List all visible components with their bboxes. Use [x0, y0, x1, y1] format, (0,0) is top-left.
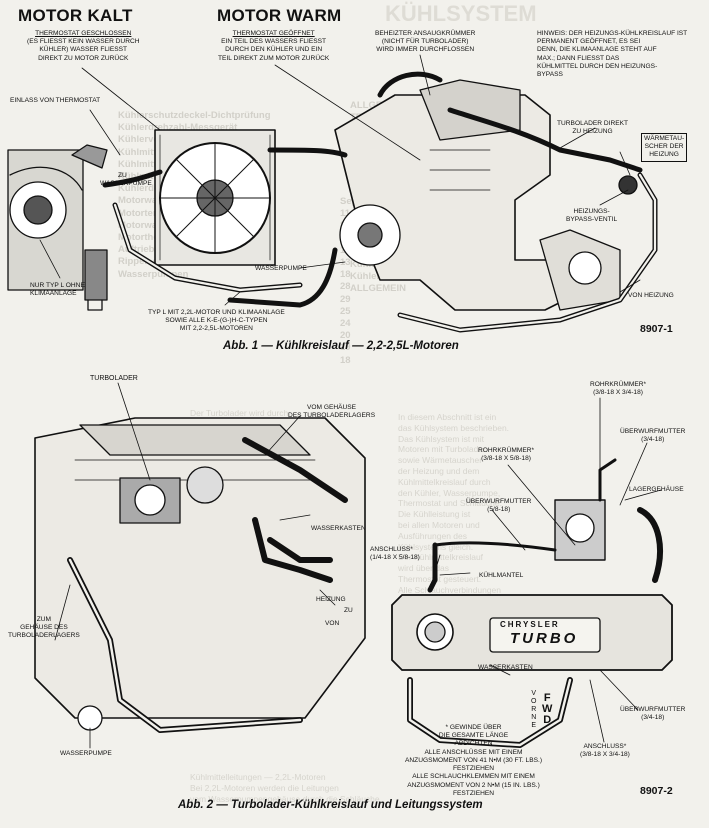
ghost-paragraph-line: bei allen Motoren und	[398, 519, 480, 530]
label-turbo-to-heater: TURBOLADER DIREKT ZU HEIZUNG	[557, 120, 629, 136]
label-to-waterpump: ZU WASSERPUMPE	[100, 172, 152, 188]
motor-kalt-heading: MOTOR KALT	[18, 6, 133, 25]
ghost-paragraph-line: der Heizung und dem	[398, 465, 480, 476]
label-thermostat-closed: THERMOSTAT GESCHLOSSEN (ES FLIESST KEIN …	[27, 30, 140, 62]
fig1-engine-block	[334, 79, 621, 311]
label-to-bearing-housing: ZUM GEHÄUSE DES TURBOLADERLAGERS	[8, 616, 80, 640]
label-anschluss-bottom: ANSCHLUSS* (3/8-18 X 3/4-18)	[580, 743, 630, 759]
label-thermostat-open: THERMOSTAT GEÖFFNET EIN TEIL DES WASSERS…	[218, 30, 330, 62]
fig2-leader-lines	[54, 382, 662, 749]
label-von: VON	[325, 620, 340, 627]
label-heated-manifold: BEHEIZTER ANSAUGKRÜMMER (NICHT FÜR TURBO…	[375, 30, 476, 54]
label-fig2-waterpump: WASSERPUMPE	[60, 750, 112, 757]
fig1-pulley-assembly	[7, 144, 108, 311]
ghost-toc-page: 28	[340, 281, 351, 293]
ghost-paragraph-line: Ausführungen des	[398, 530, 467, 541]
ghost-paragraph-line: Motoren mit Turbolader	[398, 444, 486, 455]
fig1-leader-lines	[39, 54, 641, 306]
ghost-paragraph-line: wird über das	[398, 563, 450, 574]
ghost-toc-page: 11	[340, 208, 351, 220]
ghost-paragraph-line: das Kühlsystem beschrieben.	[398, 422, 510, 433]
ghost-toc-page: Seite	[340, 196, 363, 207]
fig2-engine	[34, 417, 366, 731]
label-hint: HINWEIS: DER HEIZUNGS-KÜHLKREISLAUF IST …	[537, 30, 688, 79]
ghost-toc-line: Wasserpumpen	[118, 268, 189, 280]
ghost-paragraph-line: Bei 2,2L-Motoren werden die Leitungen	[190, 782, 339, 793]
ghost-toc-page: 19	[340, 342, 351, 354]
label-heat-exchanger: WÄRMETAU- SCHER DER HEIZUNG	[641, 133, 688, 162]
ghost-toc-page: 18	[340, 354, 351, 366]
ghost-toc-page: 25	[340, 305, 351, 317]
ghost-paragraph-line: Kühlmittelkreislauf durch	[398, 476, 491, 487]
label-anschluss-top: ANSCHLUSS* (1/4-18 X 5/8-18)	[370, 546, 420, 562]
ghost-paragraph-line: Der Kühlmittelkreislauf	[398, 552, 484, 563]
label-wasserkasten-right: WASSERKASTEN	[478, 664, 533, 671]
label-from-heater: VON HEIZUNG	[628, 292, 674, 299]
label-inlet-thermostat: EINLASS VON THERMOSTAT	[10, 97, 101, 104]
ghost-toc-page: 20	[340, 330, 351, 342]
ghost-paragraph-line: Das Kühlsystem ist mit	[398, 433, 484, 444]
motor-warm-heading: MOTOR WARM	[217, 6, 342, 25]
label-only-type-l: NUR TYP L OHNE KLIMAANLAGE	[30, 282, 85, 298]
ghost-toc-page: 13	[340, 257, 351, 269]
fig2-valve-cover	[391, 594, 673, 671]
ghost-toc-line: ALLGEMEIN	[350, 283, 406, 295]
label-type-l: TYP L MIT 2,2L-MOTOR UND KLIMAANLAGE SOW…	[148, 309, 285, 333]
label-ueberwurfmutter-34: ÜBERWURFMUTTER (3/4-18)	[620, 428, 686, 444]
ghost-paragraph-line: In diesem Abschnitt ist ein	[398, 412, 497, 422]
label-wasserkasten: WASSERKASTEN	[311, 525, 366, 532]
ghost-toc-page: 29	[340, 293, 351, 305]
fig1-heater-valve	[618, 175, 638, 195]
ghost-paragraph-line: Die Kühlleistung ist	[398, 509, 471, 520]
label-rohrkruemmer-top: ROHRKRÜMMER* (3/8-18 X 3/4-18)	[590, 381, 647, 397]
ghost-toc-page: 18	[340, 269, 351, 281]
ghost-paragraph-line: Thermostat gesteuert.	[398, 573, 482, 584]
ghost-page-title: KÜHLSYSTEM	[385, 1, 537, 26]
label-turbolader: TURBOLADER	[90, 375, 138, 382]
label-ueberwurfmutter-58: ÜBERWURFMUTTER (5/8-18)	[466, 498, 532, 514]
ghost-toc-page: 24	[340, 318, 351, 330]
ghost-toc-line: Kühlerschutzdeckel-Dichtprüfung	[118, 110, 271, 121]
label-lagergehaeuse: LAGERGEHÄUSE	[629, 486, 684, 493]
label-rohrkruemmer-mid: ROHRKRÜMMER* (3/8-18 X 5/8-18)	[478, 447, 535, 463]
ghost-paragraph-line: Thermostat und Schläuche.	[398, 498, 502, 509]
fig2-number: 8907-2	[640, 785, 673, 797]
ghost-paragraph-line: Alle Schlauchverbindungen	[398, 584, 502, 595]
fig2-caption: Abb. 2 — Turbolader-Kühlkreislauf und Le…	[178, 799, 483, 811]
label-fwd: F W D	[542, 692, 553, 726]
label-from-bearing-housing: VOM GEHÄUSE DES TURBOLADERLAGERS	[288, 404, 376, 420]
ghost-toc-line: Kühlerdeckel	[118, 183, 178, 195]
label-chrysler: CHRYSLER	[500, 620, 560, 629]
label-fig1-waterpump: WASSERPUMPE	[255, 265, 307, 272]
label-ueberwurfmutter-bottom: ÜBERWURFMUTTER (3/4-18)	[620, 706, 686, 722]
label-heizung: HEIZUNG	[316, 596, 346, 603]
ghost-paragraph-line: sowie Wärmetauscher	[398, 455, 483, 466]
label-kuehlmantel: KÜHLMANTEL	[479, 572, 524, 579]
label-zu: ZU	[344, 607, 353, 614]
fig1-number: 8907-1	[640, 323, 673, 335]
label-turbo: TURBO	[510, 630, 579, 647]
label-notes: * GEWINDE ÜBER DIE GESAMTE LÄNGE ABDICHT…	[405, 724, 543, 797]
label-heater-bypass: HEIZUNGS- BYPASS-VENTIL	[566, 208, 618, 224]
ghost-paragraph-line: Der Turbolader wird durch	[190, 408, 289, 418]
label-vorne: V O R N E	[531, 690, 537, 729]
fig1-fan-assembly	[154, 129, 276, 266]
ghost-paragraph-line: vom Wasserpumpengehäuse durch die Schläu…	[190, 793, 380, 804]
ghost-toc-line: Kühlmittelstand	[118, 158, 190, 170]
fig1-caption: Abb. 1 — Kühlkreislauf — 2,2-2,5L-Motore…	[223, 340, 459, 352]
ghost-paragraph-line: Kühlmittelleitungen — 2,2L-Motoren	[190, 772, 326, 782]
ghost-paragraph-line: den Kühler, Wasserpumpe,	[398, 487, 501, 498]
ghost-toc-line: Kühlerdrehzahl-Messgerät	[118, 122, 238, 134]
